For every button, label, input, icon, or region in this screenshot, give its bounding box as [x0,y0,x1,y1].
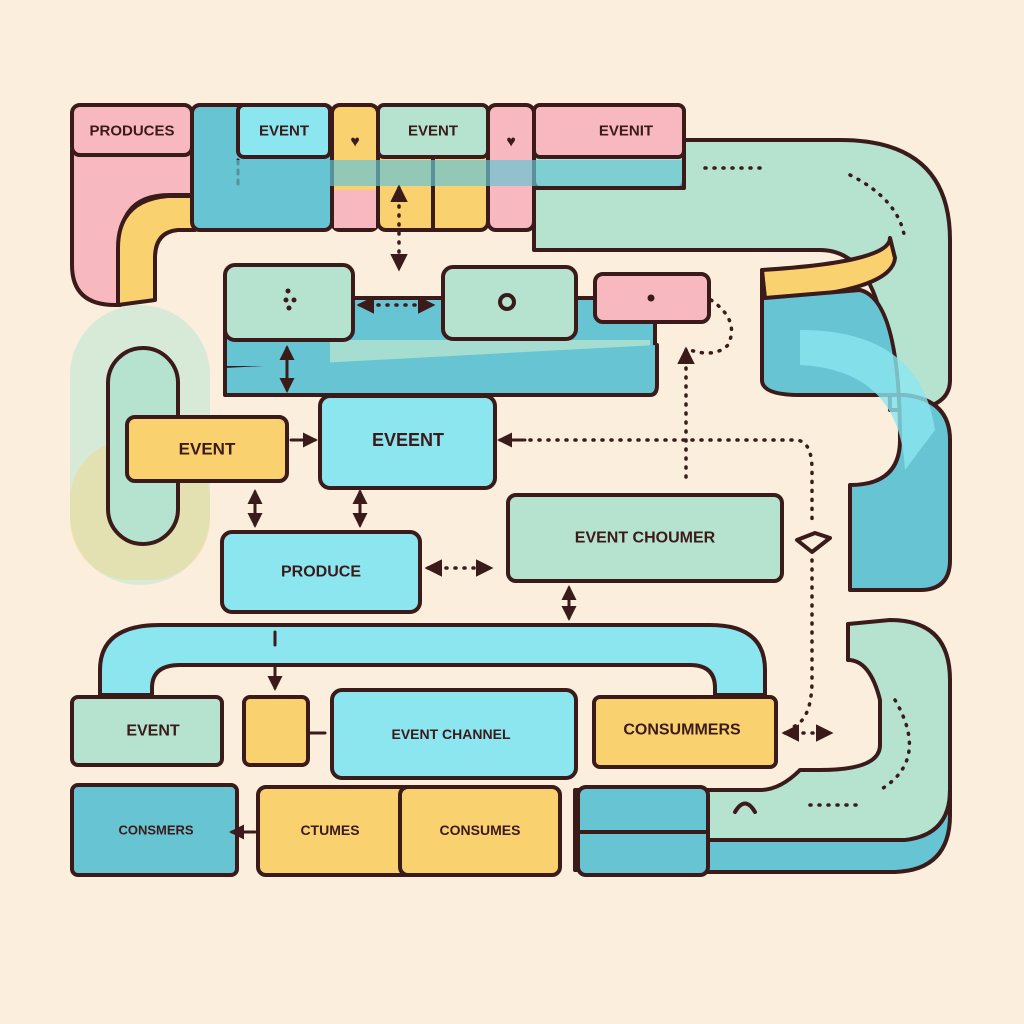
event-box-bottom[interactable] [70,695,224,767]
event-label-2: EVENT [408,123,458,140]
event-box-left[interactable] [125,415,289,483]
top-segment-yellow-lower [334,190,376,228]
consumers-box[interactable] [592,695,778,769]
event-label-1: EVENT [259,123,309,140]
diamond-icon [795,531,832,554]
dot-icon [647,294,655,302]
event-label-3: EVENIT [599,123,653,140]
produce-label: PRODUCE [281,564,361,581]
event-bottom-label: EVENT [126,723,180,740]
right-lower-pipe-teal [703,788,952,874]
event-left-label: EVENT [179,440,236,459]
event-box-3 [532,103,686,159]
bottom-channel-pipe [98,623,767,697]
event-center-label: EVEENT [372,430,444,450]
node-box-circle[interactable] [441,265,578,341]
heart-icon: ♥ [350,134,360,151]
three-dots-icon [283,288,297,311]
connectors [229,184,834,840]
small-yellow-box[interactable] [242,695,310,767]
circle-dot-icon [498,293,516,311]
consumers-label: CONSUMMERS [623,722,741,739]
arc-icon [733,801,757,814]
consumes-label: CONSUMES [440,822,521,838]
produces-label: PRODUCES [89,123,174,140]
event-consumer-box[interactable] [506,493,784,583]
top-row: PRODUCES EVENT ♥ EVENT ♥ EVENIT [70,103,686,232]
produce-box[interactable] [220,530,422,614]
right-pipe-highlight [800,330,935,470]
event-channel-box[interactable] [330,688,578,780]
node-box-dots[interactable] [223,263,355,342]
event-channel-label: EVENT CHANNEL [391,726,510,742]
consmers-label: CONSMERS [118,823,193,838]
top-band-teal [195,160,683,186]
event-box-center[interactable] [318,394,497,490]
heart-icon-2: ♥ [506,134,516,151]
ctumes-label: CTUMES [300,822,359,838]
top-left-curl-yellow [116,194,197,307]
consumes-box[interactable] [398,785,562,877]
event-consumer-label: EVENT CHOUMER [575,530,716,547]
